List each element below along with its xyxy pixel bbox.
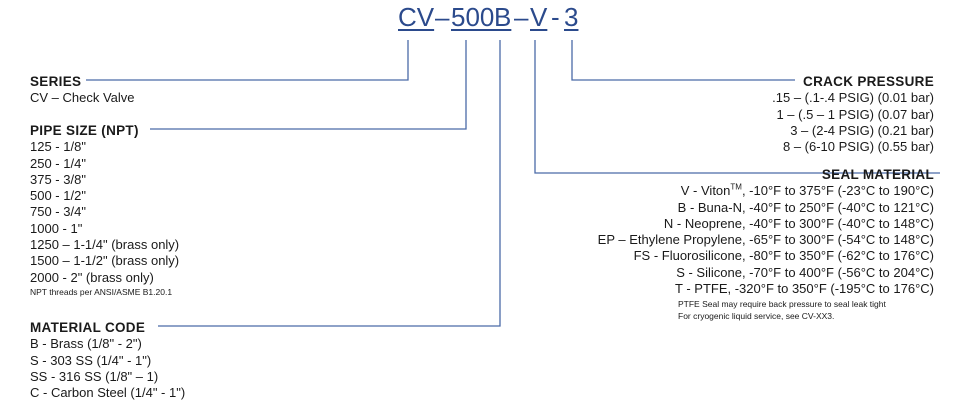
seal-note: PTFE Seal may require back pressure to s…: [678, 299, 886, 309]
code-dash-2: –: [514, 2, 529, 32]
seal-material-item: EP – Ethylene Propylene, -65°F to 300°F …: [597, 232, 934, 248]
pipe-size-item: 1000 - 1": [30, 220, 83, 236]
pipe-size-connector: [150, 40, 467, 130]
code-dash-3: -: [551, 2, 560, 32]
material-code-item: SS - 316 SS (1/8" – 1): [30, 368, 159, 384]
seal-material-heading: SEAL MATERIAL: [821, 167, 934, 182]
seal-note: For cryogenic liquid service, see CV-XX3…: [678, 311, 835, 321]
crack-pressure-item: 8 – (6-10 PSIG) (0.55 bar): [782, 139, 934, 155]
seal-notes: PTFE Seal may require back pressure to s…: [678, 298, 886, 322]
crack-pressure-block: CRACK PRESSURE .15 – (.1-.4 PSIG) (0.01 …: [772, 74, 934, 155]
viton-range: , -10°F to 375°F (-23°C to 190°C): [741, 183, 934, 199]
series-heading: SERIES: [30, 74, 82, 89]
part-number-code: CV – 500 B – V - 3: [390, 2, 590, 36]
material-code-block: MATERIAL CODE B - Brass (1/8" - 2") S - …: [30, 320, 185, 401]
series-item: CV – Check Valve: [30, 90, 135, 106]
pipe-size-item: 750 - 3/4": [30, 204, 86, 220]
pipe-size-block: PIPE SIZE (NPT) 125 - 1/8" 250 - 1/4" 37…: [30, 123, 179, 298]
material-code-heading: MATERIAL CODE: [30, 320, 146, 335]
seal-material-item: B - Buna-N, -40°F to 250°F (-40°C to 121…: [677, 199, 934, 215]
pipe-size-item: 125 - 1/8": [30, 139, 86, 155]
code-material: B: [494, 2, 512, 32]
crack-pressure-item: 1 – (.5 – 1 PSIG) (0.07 bar): [776, 106, 934, 122]
material-code-item: B - Brass (1/8" - 2"): [30, 336, 142, 352]
code-series: CV: [398, 2, 435, 32]
crack-pressure-item: .15 – (.1-.4 PSIG) (0.01 bar): [772, 90, 934, 106]
pipe-size-note: NPT threads per ANSI/ASME B1.20.1: [30, 286, 173, 297]
pipe-size-heading: PIPE SIZE (NPT): [30, 123, 139, 138]
crack-pressure-item: 3 – (2-4 PSIG) (0.21 bar): [790, 122, 934, 138]
code-pipe-size: 500: [451, 2, 495, 32]
crack-pressure-heading: CRACK PRESSURE: [803, 74, 934, 89]
material-code-item: S - 303 SS (1/4" - 1"): [30, 352, 152, 368]
pipe-size-item: 1500 – 1-1/2" (brass only): [30, 253, 180, 269]
material-code-item: C - Carbon Steel (1/4" - 1"): [30, 385, 186, 401]
material-connector: [158, 40, 501, 327]
pipe-size-item: 500 - 1/2": [30, 188, 86, 204]
seal-material-block: SEAL MATERIAL V - VitonTM, -10°F to 375°…: [598, 167, 934, 297]
code-crack: 3: [564, 2, 579, 32]
seal-material-item: T - PTFE, -320°F to 350°F (-195°C to 176…: [675, 281, 934, 297]
pipe-size-item: 375 - 3/8": [30, 171, 86, 187]
seal-material-item: N - Neoprene, -40°F to 300°F (-40°C to 1…: [663, 215, 934, 231]
seal-material-item-viton: V - VitonTM, -10°F to 375°F (-23°C to 19…: [598, 183, 934, 199]
viton-label: V - Viton: [680, 183, 731, 199]
series-connector: [86, 40, 409, 81]
seal-connector: [534, 40, 940, 174]
pipe-size-item: 1250 – 1-1/4" (brass only): [30, 237, 180, 253]
code-dash-1: –: [435, 2, 450, 32]
seal-material-item: S - Silicone, -70°F to 400°F (-56°C to 2…: [676, 264, 934, 280]
crack-connector: [571, 40, 795, 81]
seal-material-item: FS - Fluorosilicone, -80°F to 350°F (-62…: [633, 248, 934, 264]
code-seal: V: [530, 2, 548, 32]
series-block: SERIES CV – Check Valve: [30, 74, 135, 107]
trademark-mark: TM: [730, 182, 742, 192]
pipe-size-item: 250 - 1/4": [30, 155, 86, 171]
pipe-size-item: 2000 - 2" (brass only): [30, 269, 154, 285]
